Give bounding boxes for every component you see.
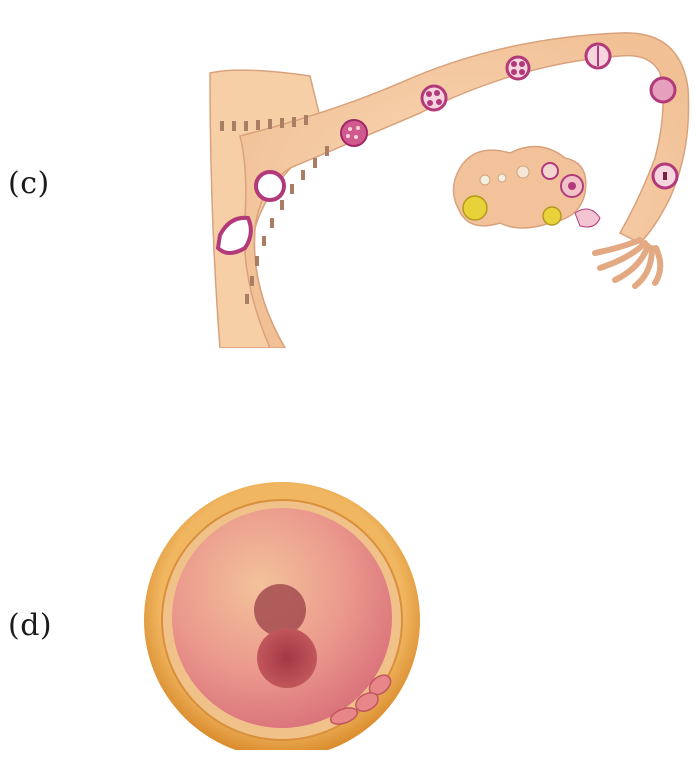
morula-stage xyxy=(341,120,367,146)
panel-label-d: (d) xyxy=(8,608,52,643)
eight-cell-stage xyxy=(422,86,446,110)
zygote-stage xyxy=(651,78,675,102)
zygote-pronuclei-diagram xyxy=(132,480,442,750)
uterus-wall xyxy=(210,70,325,348)
male-pronucleus xyxy=(257,628,317,688)
released-oocyte-cumulus xyxy=(575,209,600,227)
fimbriae xyxy=(595,240,660,286)
female-pronucleus xyxy=(254,584,306,636)
panel-label-c: (c) xyxy=(8,166,50,201)
four-cell-stage xyxy=(507,57,529,79)
blastocyst-stage xyxy=(256,172,284,200)
oviduct-development-diagram xyxy=(200,18,695,348)
